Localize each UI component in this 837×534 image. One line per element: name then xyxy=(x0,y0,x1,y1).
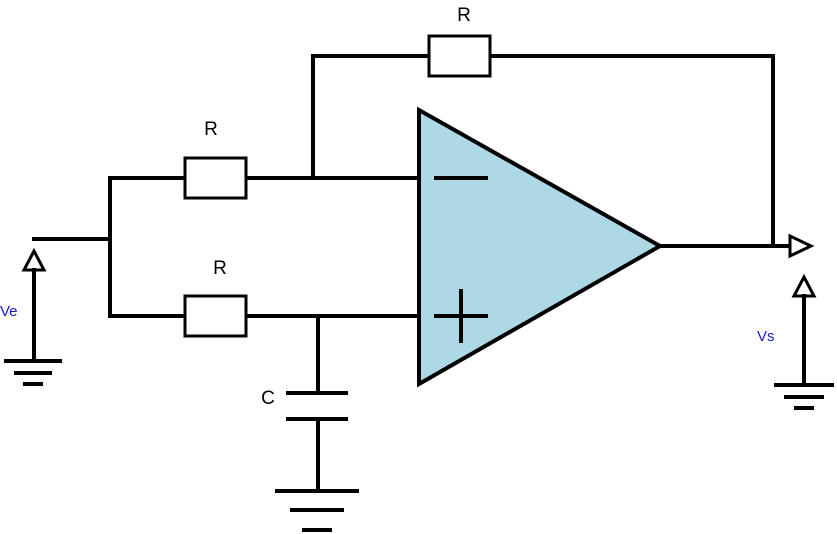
label-r-feedback: R xyxy=(457,5,471,26)
capacitor xyxy=(286,391,348,421)
label-r-inverting: R xyxy=(204,119,218,140)
resistor-noninverting xyxy=(183,294,248,338)
label-r-noninverting: R xyxy=(213,258,227,279)
resistor-inverting xyxy=(183,156,248,200)
ground-icon-capacitor xyxy=(275,489,359,532)
wire-input-node xyxy=(32,176,187,318)
plus-sign-icon xyxy=(434,289,488,343)
ground-icon-output xyxy=(774,383,834,410)
output-terminal-arrow-icon xyxy=(788,233,815,259)
output-voltage-arrow-icon xyxy=(791,273,817,387)
label-capacitor: C xyxy=(261,388,275,409)
op-amp-triangle xyxy=(417,106,665,388)
label-output-voltage: Vs xyxy=(757,328,775,345)
input-voltage-arrow-icon xyxy=(21,247,47,363)
wires xyxy=(32,54,792,493)
label-input-voltage: Ve xyxy=(0,303,18,320)
resistor-feedback xyxy=(427,34,492,78)
wire-feedback-loop xyxy=(311,54,775,248)
ground-icon-input xyxy=(4,359,62,386)
